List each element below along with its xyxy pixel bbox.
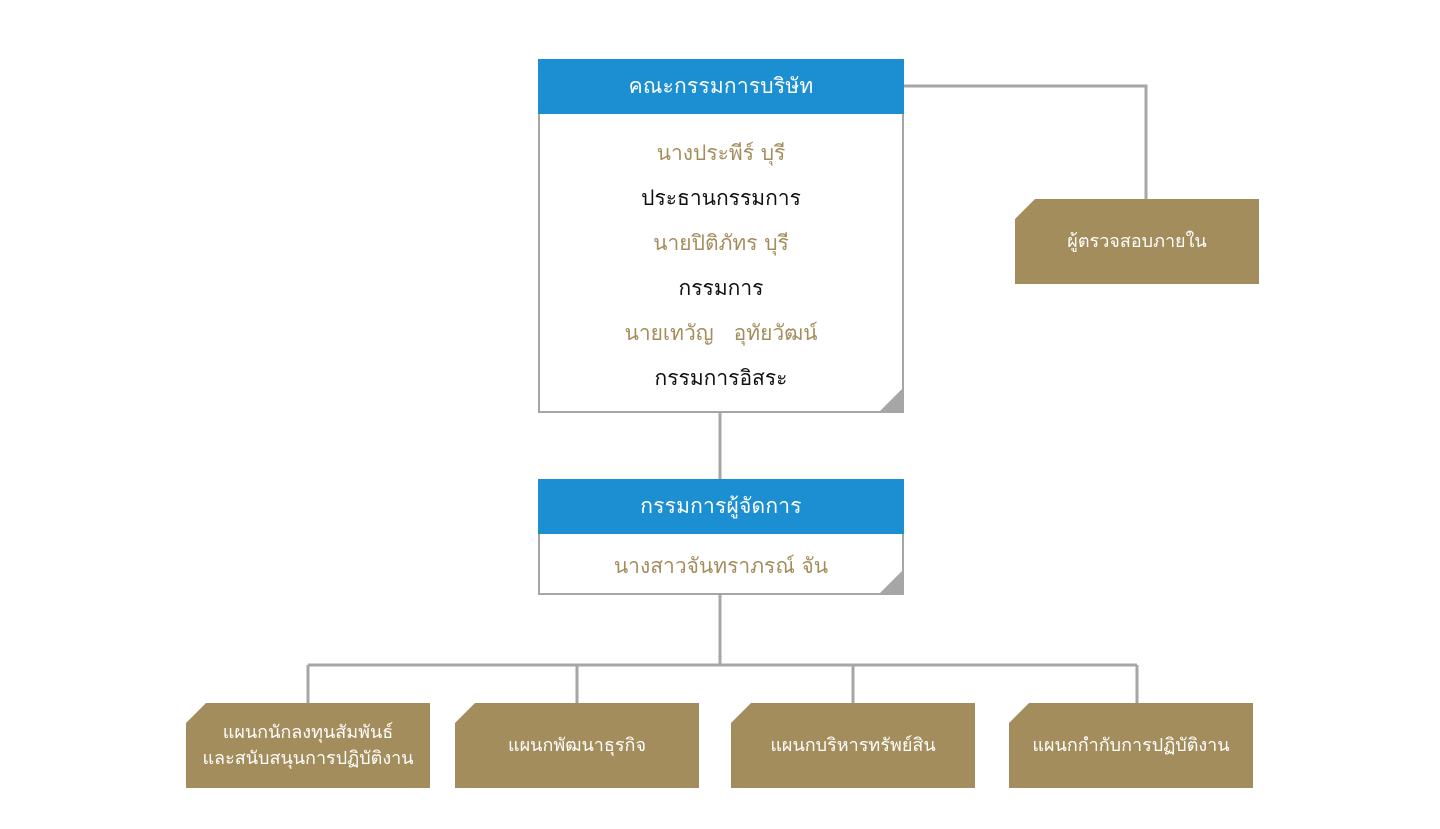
board-title: คณะกรรมการบริษัท <box>538 59 904 114</box>
board-members-list: นางประพีร์ บุรี ประธานกรรมการ นายปิติภัท… <box>540 131 902 401</box>
managing-director-body: นางสาวจันทราภรณ์ จัน <box>540 541 902 591</box>
internal-auditor-box: ผู้ตรวจสอบภายใน <box>1015 199 1259 284</box>
board-of-directors-card: คณะกรรมการบริษัท นางประพีร์ บุรี ประธานก… <box>538 59 904 413</box>
department-compliance: แผนกกำกับการปฏิบัติงาน <box>1009 703 1253 788</box>
board-to-auditor-connector <box>904 84 1148 199</box>
board-member-role: กรรมการอิสระ <box>654 366 788 390</box>
page-fold-corner <box>880 571 902 593</box>
department-investor-relations: แผนกนักลงทุนสัมพันธ์ และสนับสนุนการปฏิบั… <box>186 703 430 788</box>
managing-director-card: กรรมการผู้จัดการ นางสาวจันทราภรณ์ จัน <box>538 479 904 595</box>
board-member-name: นายเทวัญ อุทัยวัฒน์ <box>624 321 818 345</box>
department-business-development: แผนกพัฒนาธุรกิจ <box>455 703 699 788</box>
board-member-name: นายปิติภัทร บุรี <box>653 231 789 255</box>
board-member-role: กรรมการ <box>678 276 764 300</box>
page-fold-corner <box>880 389 902 411</box>
department-label: แผนกกำกับการปฏิบัติงาน <box>1032 734 1230 756</box>
managing-director-title: กรรมการผู้จัดการ <box>538 479 904 534</box>
department-label: แผนกพัฒนาธุรกิจ <box>508 734 646 756</box>
managing-director-name: นางสาวจันทราภรณ์ จัน <box>613 554 829 578</box>
internal-auditor-label: ผู้ตรวจสอบภายใน <box>1067 230 1207 252</box>
department-label: แผนกบริหารทรัพย์สิน <box>770 734 936 756</box>
department-asset-management: แผนกบริหารทรัพย์สิน <box>731 703 975 788</box>
department-label-line1: แผนกนักลงทุนสัมพันธ์ <box>222 721 394 743</box>
board-member-name: นางประพีร์ บุรี <box>656 141 786 165</box>
board-member-role: ประธานกรรมการ <box>641 186 801 210</box>
department-label-line2: และสนับสนุนการปฏิบัติงาน <box>202 747 414 769</box>
